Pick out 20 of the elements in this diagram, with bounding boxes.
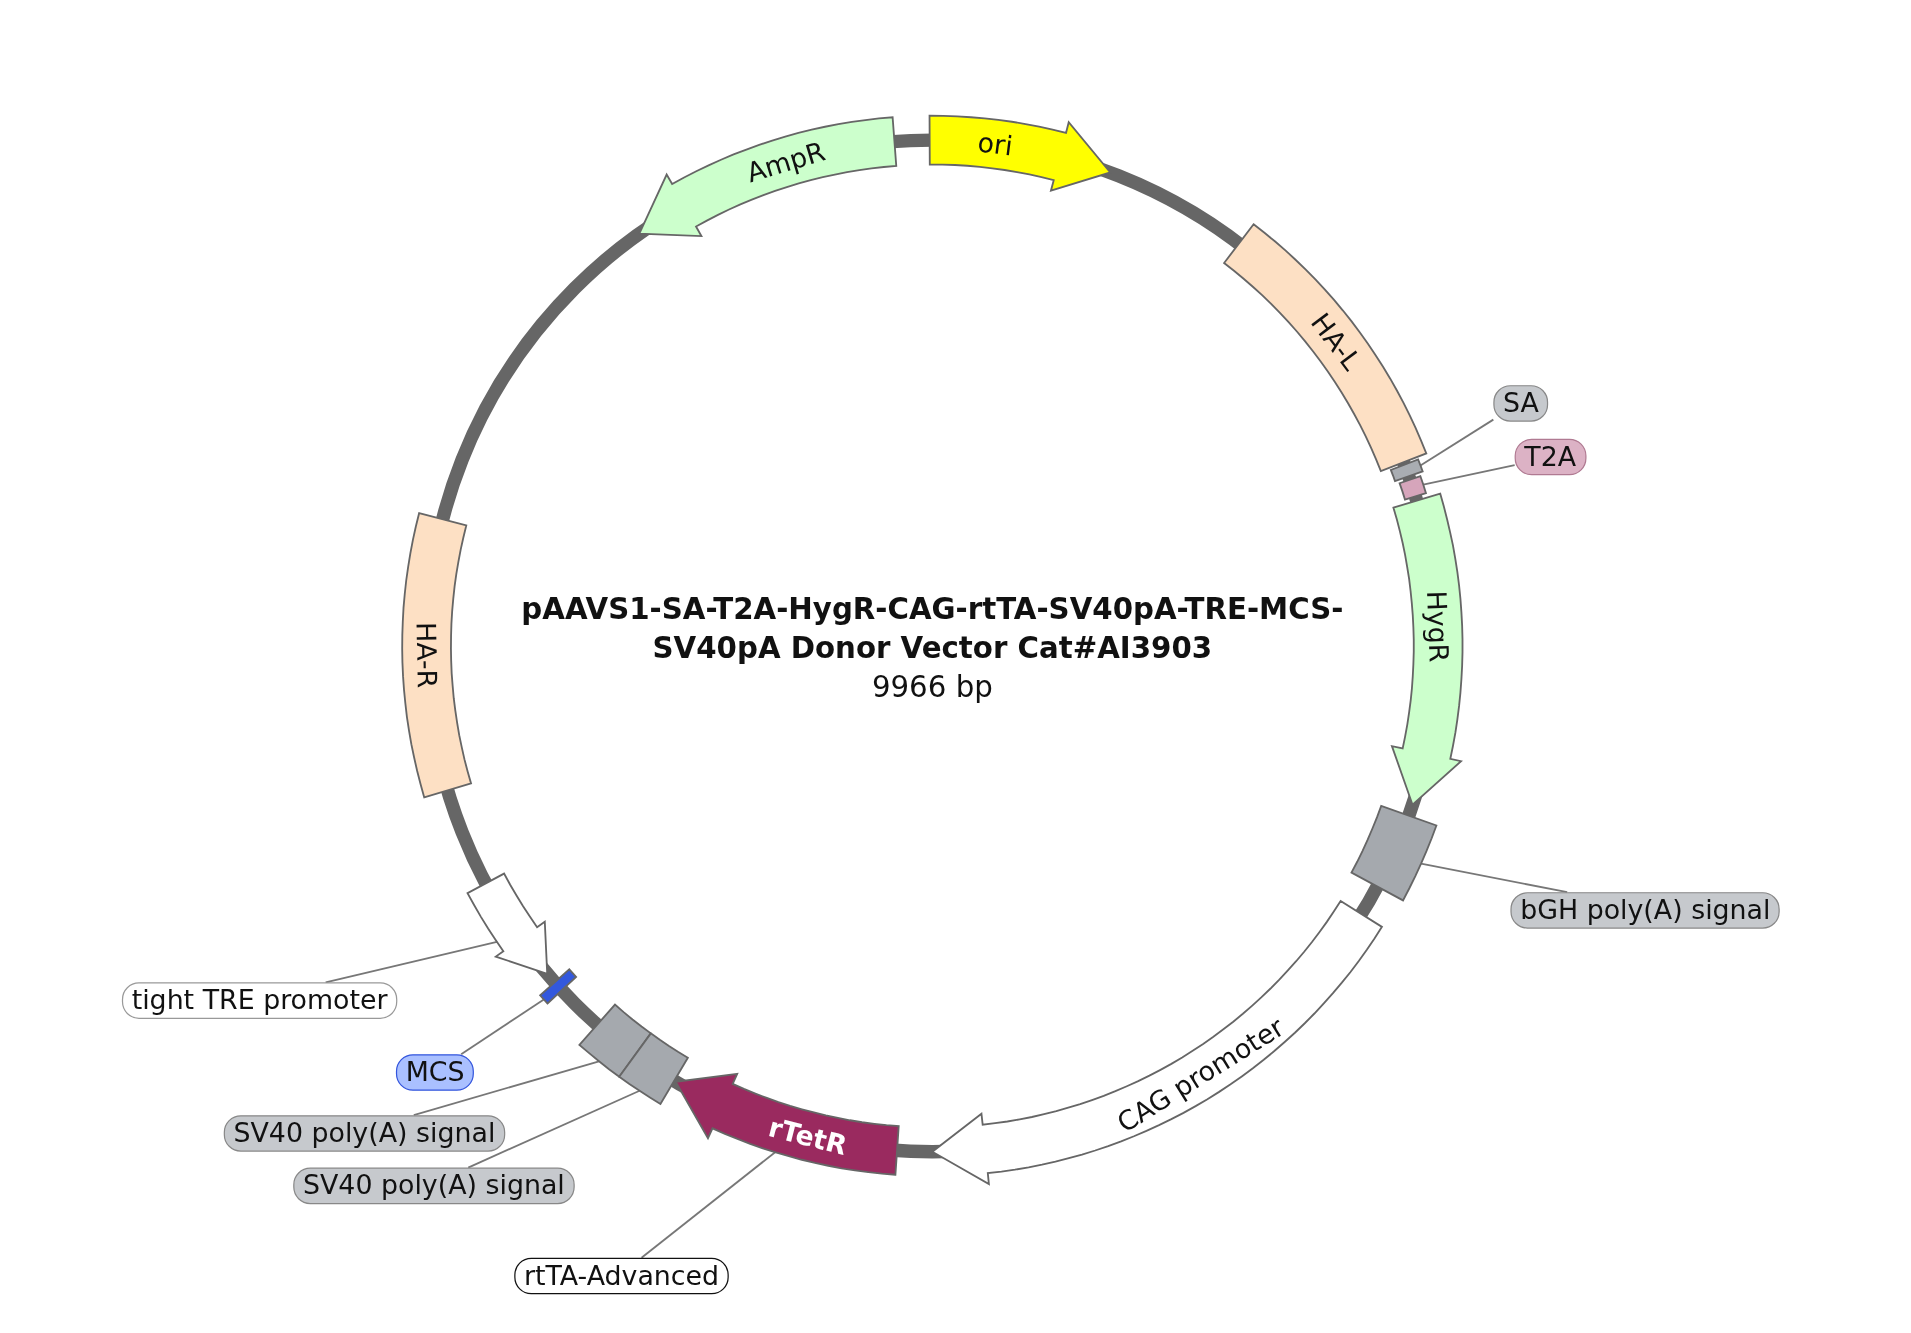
leader-line <box>640 1151 777 1259</box>
label-tag: T2A <box>1514 438 1586 476</box>
feature-label: HA-R <box>410 621 443 689</box>
leader-line <box>1419 418 1495 467</box>
label-tag: tight TRE promoter <box>121 982 398 1019</box>
label-tag: bGH poly(A) signal <box>1510 892 1781 929</box>
feature-label: AmpR <box>742 135 829 189</box>
label-tag: SV40 poly(A) signal <box>223 1115 506 1152</box>
leader-line <box>1420 862 1569 894</box>
label-tag: rtTA-Advanced <box>514 1257 729 1295</box>
leader-line <box>412 1060 600 1117</box>
plasmid-size: 9966 bp <box>870 669 994 707</box>
plasmid-title: pAAVS1-SA-T2A-HygR-CAG-rtTA-SV40pA-TRE-MCS-SV40pA Donor Vector Cat#AI3903 <box>520 591 1345 668</box>
label-tag: SA <box>1493 385 1549 422</box>
feature-label: rTetR <box>765 1111 851 1161</box>
label-tag: SV40 poly(A) signal <box>293 1167 575 1205</box>
leader-line <box>460 998 545 1056</box>
feature-label: HygR <box>1420 590 1455 663</box>
label-tag: MCS <box>395 1054 475 1091</box>
feature-label: ori <box>976 126 1015 162</box>
